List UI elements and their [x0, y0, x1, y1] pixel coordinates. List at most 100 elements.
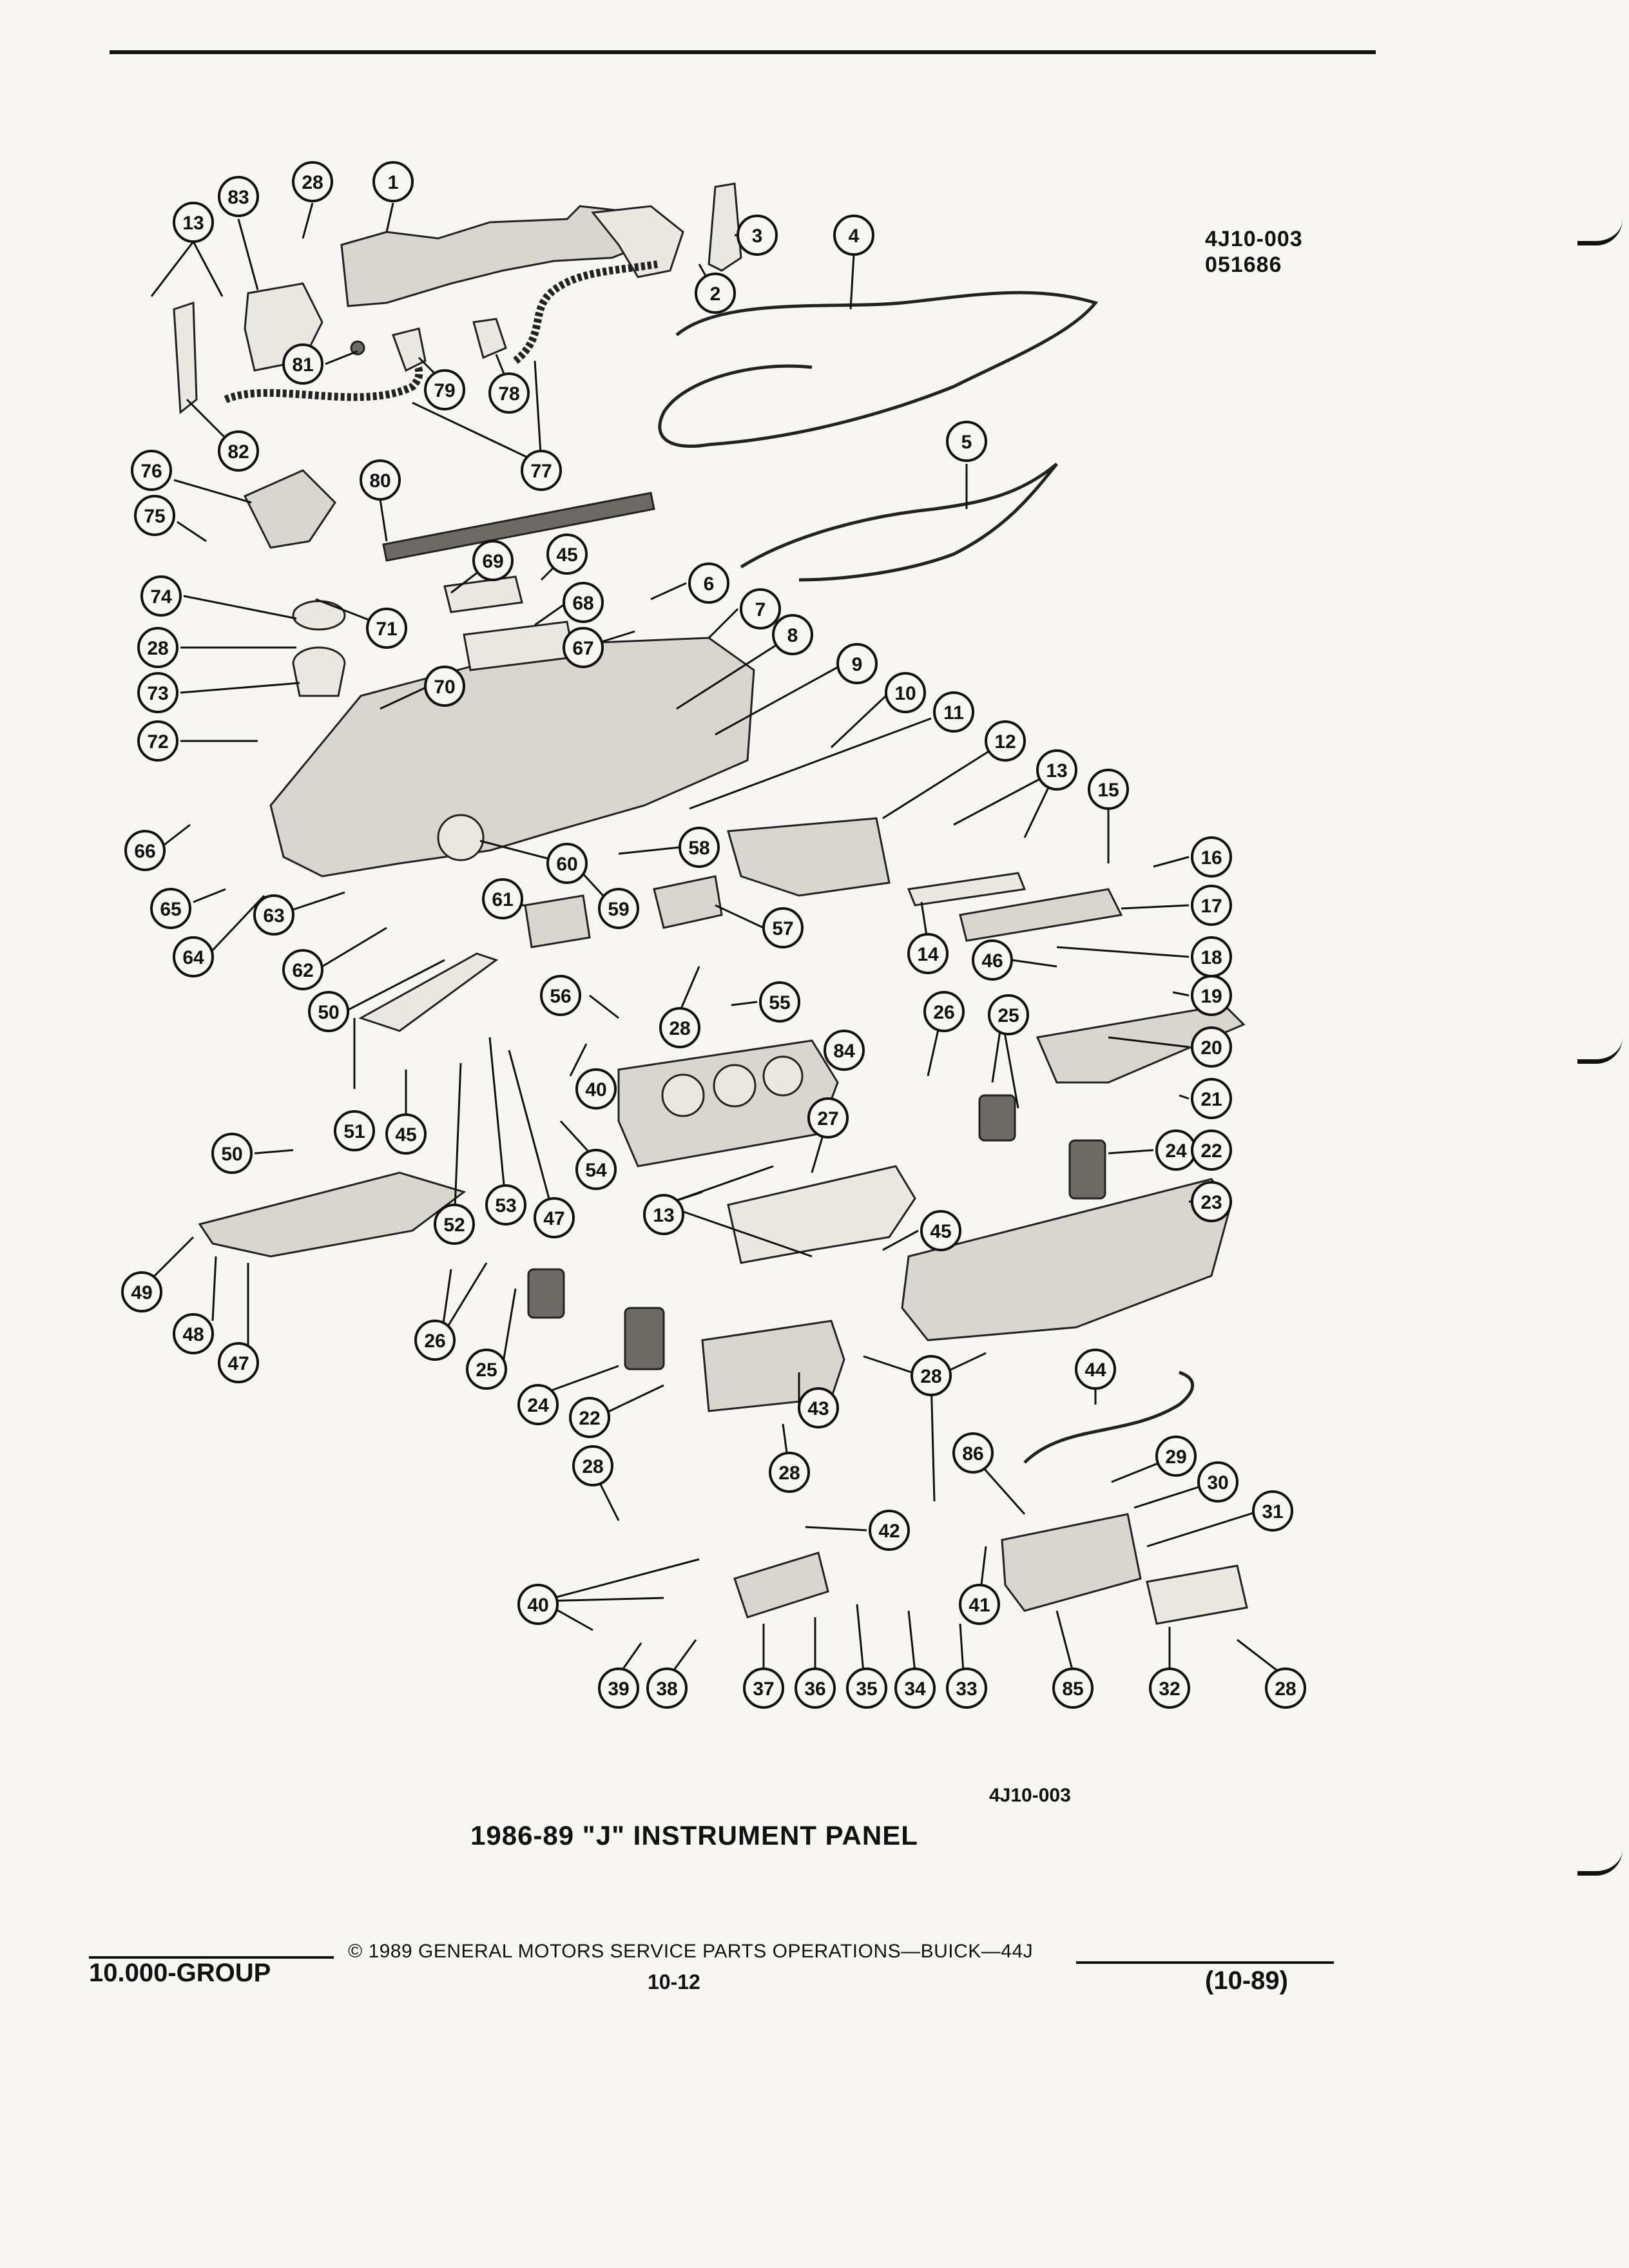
callout-number: 83 [227, 187, 249, 208]
callout-circle [517, 1384, 559, 1425]
callout-76: 76 [131, 450, 172, 491]
margin-binding-mark [1577, 1849, 1623, 1876]
callout-circle [563, 627, 604, 668]
part-gauge-2 [713, 1064, 757, 1108]
callout-number: 33 [956, 1678, 977, 1700]
margin-binding-mark [1577, 1037, 1623, 1064]
callout-circle [569, 1397, 610, 1438]
callout-circle [1191, 885, 1232, 926]
callout-7: 7 [740, 588, 781, 629]
callout-86: 86 [952, 1432, 994, 1474]
callout-circle [679, 827, 720, 868]
callout-circle [360, 459, 401, 501]
callout-70: 70 [424, 666, 465, 707]
callout-circle [846, 1667, 887, 1709]
callout-circle [137, 720, 178, 762]
callout-circle [334, 1110, 375, 1151]
callout-45: 45 [920, 1210, 961, 1251]
callout-number: 84 [833, 1041, 855, 1062]
callout-circle [546, 843, 588, 884]
callout-38: 38 [646, 1667, 688, 1709]
part-control-37 [733, 1552, 829, 1619]
part-vent-25a [978, 1094, 1016, 1142]
callout-28: 28 [659, 1007, 700, 1048]
callout-number: 30 [1207, 1472, 1228, 1494]
callout-circle [424, 369, 465, 410]
callout-59: 59 [598, 888, 639, 929]
callout-circle [572, 1445, 613, 1486]
callout-circle [372, 161, 414, 202]
callout-number: 86 [962, 1443, 983, 1465]
callout-50: 50 [211, 1133, 253, 1174]
callout-number: 62 [292, 960, 313, 981]
callout-number: 81 [292, 354, 313, 376]
part-speaker-73 [292, 646, 346, 697]
callout-51: 51 [334, 1110, 375, 1151]
callout-circle [1191, 1078, 1232, 1119]
callout-55: 55 [759, 981, 800, 1023]
callout-13: 13 [173, 202, 214, 243]
part-trim-20 [1036, 1004, 1246, 1084]
callout-circle [988, 994, 1029, 1035]
callout-44: 44 [1075, 1349, 1116, 1390]
callout-81: 81 [282, 343, 323, 385]
callout-78: 78 [488, 372, 530, 414]
callout-number: 32 [1159, 1678, 1180, 1700]
part-radio-31 [1001, 1513, 1142, 1612]
part-vent-69 [443, 575, 523, 613]
part-gauge-1 [661, 1073, 705, 1117]
callout-37: 37 [743, 1667, 784, 1709]
callout-number: 53 [495, 1195, 516, 1216]
callout-54: 54 [575, 1149, 617, 1190]
callout-19: 19 [1191, 975, 1232, 1016]
part-vent-24b [624, 1307, 665, 1370]
callout-circle [121, 1271, 162, 1312]
callout-24: 24 [517, 1384, 559, 1425]
callout-number: 40 [527, 1595, 548, 1616]
callout-circle [218, 430, 259, 472]
callout-number: 24 [1165, 1140, 1187, 1162]
callout-number: 22 [579, 1408, 600, 1429]
callout-30: 30 [1197, 1461, 1239, 1503]
part-glove-box-12 [727, 817, 891, 897]
part-center-bezel-43 [701, 1320, 845, 1412]
callout-number: 25 [476, 1360, 497, 1381]
part-cover-74 [292, 600, 346, 631]
callout-circle [546, 533, 588, 575]
callout-number: 37 [753, 1678, 774, 1700]
callout-85: 85 [1052, 1667, 1094, 1709]
callout-circle [885, 672, 926, 713]
part-module-61 [524, 894, 591, 948]
callout-circle [488, 372, 530, 414]
callout-circle [952, 1432, 994, 1474]
callout-number: 85 [1062, 1678, 1083, 1700]
callout-number: 28 [669, 1018, 690, 1039]
callout-28: 28 [137, 627, 178, 668]
callout-number: 67 [572, 638, 593, 659]
callout-number: 31 [1262, 1501, 1283, 1523]
callout-circle [769, 1452, 810, 1493]
callout-29: 29 [1155, 1436, 1197, 1477]
callout-number: 20 [1200, 1037, 1222, 1059]
callout-number: 47 [543, 1208, 564, 1229]
callout-84: 84 [824, 1030, 865, 1071]
part-switch-57 [653, 875, 723, 929]
callout-67: 67 [563, 627, 604, 668]
callout-circle [150, 888, 191, 929]
callout-number: 24 [527, 1395, 549, 1416]
callout-5: 5 [946, 421, 987, 462]
callout-73: 73 [137, 672, 178, 713]
callout-circle [540, 975, 581, 1016]
callout-number: 13 [653, 1205, 674, 1226]
callout-57: 57 [762, 907, 804, 948]
callout-circle [824, 1030, 865, 1071]
part-wiring-harness-4 [658, 291, 1099, 448]
callout-number: 78 [498, 383, 519, 405]
callout-number: 4 [849, 226, 860, 247]
callout-83: 83 [218, 176, 259, 217]
part-cluster-bezel-23 [901, 1178, 1232, 1341]
callout-16: 16 [1191, 836, 1232, 878]
callout-circle [836, 643, 878, 684]
